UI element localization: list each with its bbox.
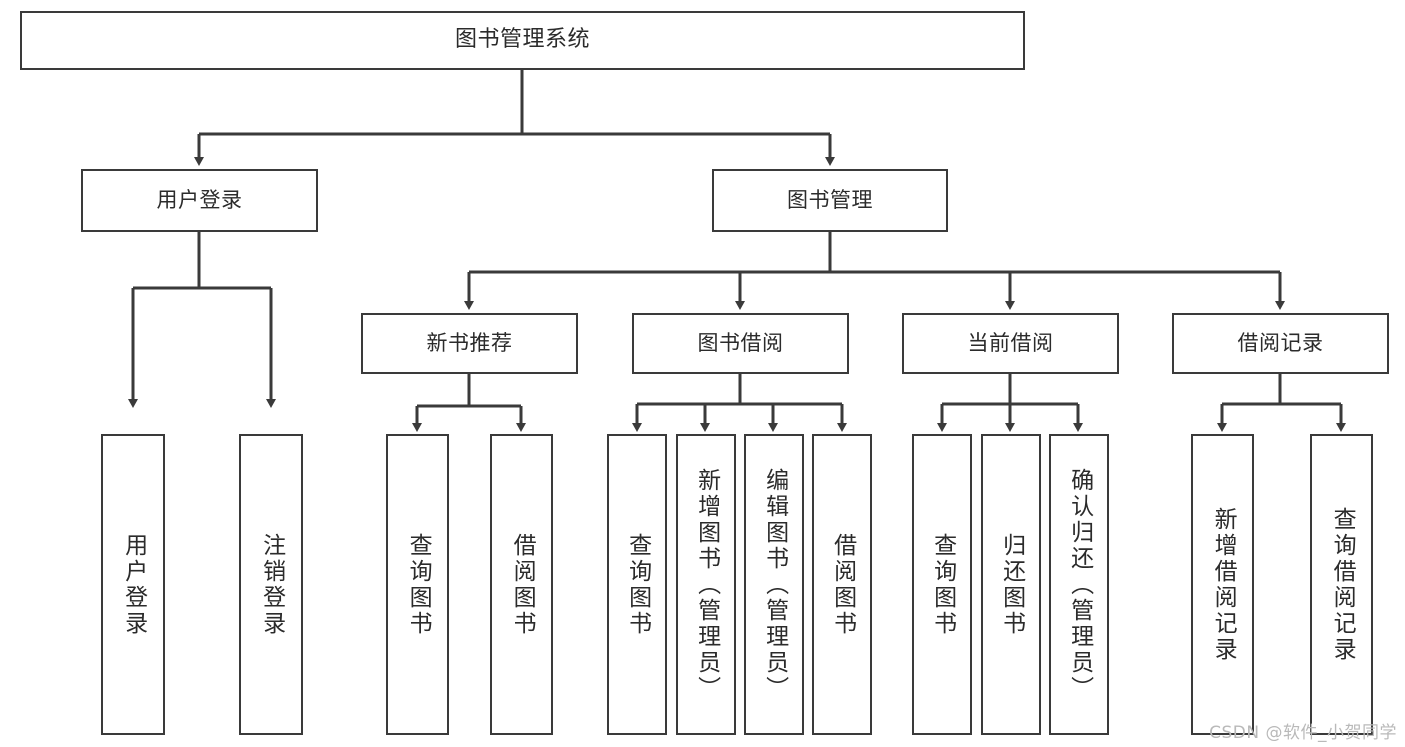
- node-current-borrow[interactable]: 当前借阅: [902, 313, 1119, 374]
- node-label: 借阅图书: [509, 532, 536, 637]
- node-label: 用户登录: [120, 532, 147, 637]
- leaf-book-borrow-edit[interactable]: 编辑图书（管理员）: [744, 434, 804, 735]
- node-label: 编辑图书（管理员）: [761, 467, 788, 702]
- node-label: 当前借阅: [967, 331, 1054, 356]
- node-label: 查询图书: [929, 532, 956, 637]
- leaf-user-login-logout[interactable]: 注销登录: [239, 434, 303, 735]
- node-label: 借阅图书: [829, 532, 856, 637]
- leaf-current-borrow-confirm-return[interactable]: 确认归还（管理员）: [1049, 434, 1109, 735]
- node-label: 新增图书（管理员）: [693, 467, 720, 702]
- node-book-borrow[interactable]: 图书借阅: [632, 313, 849, 374]
- node-label: 查询图书: [624, 532, 651, 637]
- node-label: 新增借阅记录: [1210, 506, 1237, 663]
- node-root-system[interactable]: 图书管理系统: [20, 11, 1025, 70]
- leaf-new-book-borrow[interactable]: 借阅图书: [490, 434, 553, 735]
- node-user-login[interactable]: 用户登录: [81, 169, 318, 232]
- node-new-book-recommend[interactable]: 新书推荐: [361, 313, 578, 374]
- leaf-book-borrow-borrow[interactable]: 借阅图书: [812, 434, 872, 735]
- node-label: 注销登录: [258, 532, 285, 637]
- node-label: 查询借阅记录: [1329, 506, 1356, 663]
- node-label: 图书管理: [787, 188, 873, 213]
- node-label: 新书推荐: [426, 331, 513, 356]
- leaf-borrow-record-add[interactable]: 新增借阅记录: [1191, 434, 1254, 735]
- leaf-current-borrow-return[interactable]: 归还图书: [981, 434, 1041, 735]
- node-label: 查询图书: [405, 532, 432, 637]
- leaf-book-borrow-query[interactable]: 查询图书: [607, 434, 667, 735]
- leaf-current-borrow-query[interactable]: 查询图书: [912, 434, 972, 735]
- node-label: 图书借阅: [697, 331, 784, 356]
- leaf-new-book-query[interactable]: 查询图书: [386, 434, 449, 735]
- node-borrow-record[interactable]: 借阅记录: [1172, 313, 1389, 374]
- leaf-user-login-login[interactable]: 用户登录: [101, 434, 165, 735]
- node-label: 归还图书: [998, 532, 1025, 637]
- node-label: 图书管理系统: [454, 27, 590, 53]
- node-label: 确认归还（管理员）: [1066, 467, 1093, 702]
- leaf-book-borrow-add[interactable]: 新增图书（管理员）: [676, 434, 736, 735]
- node-label: 用户登录: [156, 188, 243, 213]
- watermark-text: CSDN @软件_小贺同学: [1209, 723, 1397, 743]
- leaf-borrow-record-query[interactable]: 查询借阅记录: [1310, 434, 1373, 735]
- node-label: 借阅记录: [1237, 331, 1324, 356]
- node-book-management[interactable]: 图书管理: [712, 169, 948, 232]
